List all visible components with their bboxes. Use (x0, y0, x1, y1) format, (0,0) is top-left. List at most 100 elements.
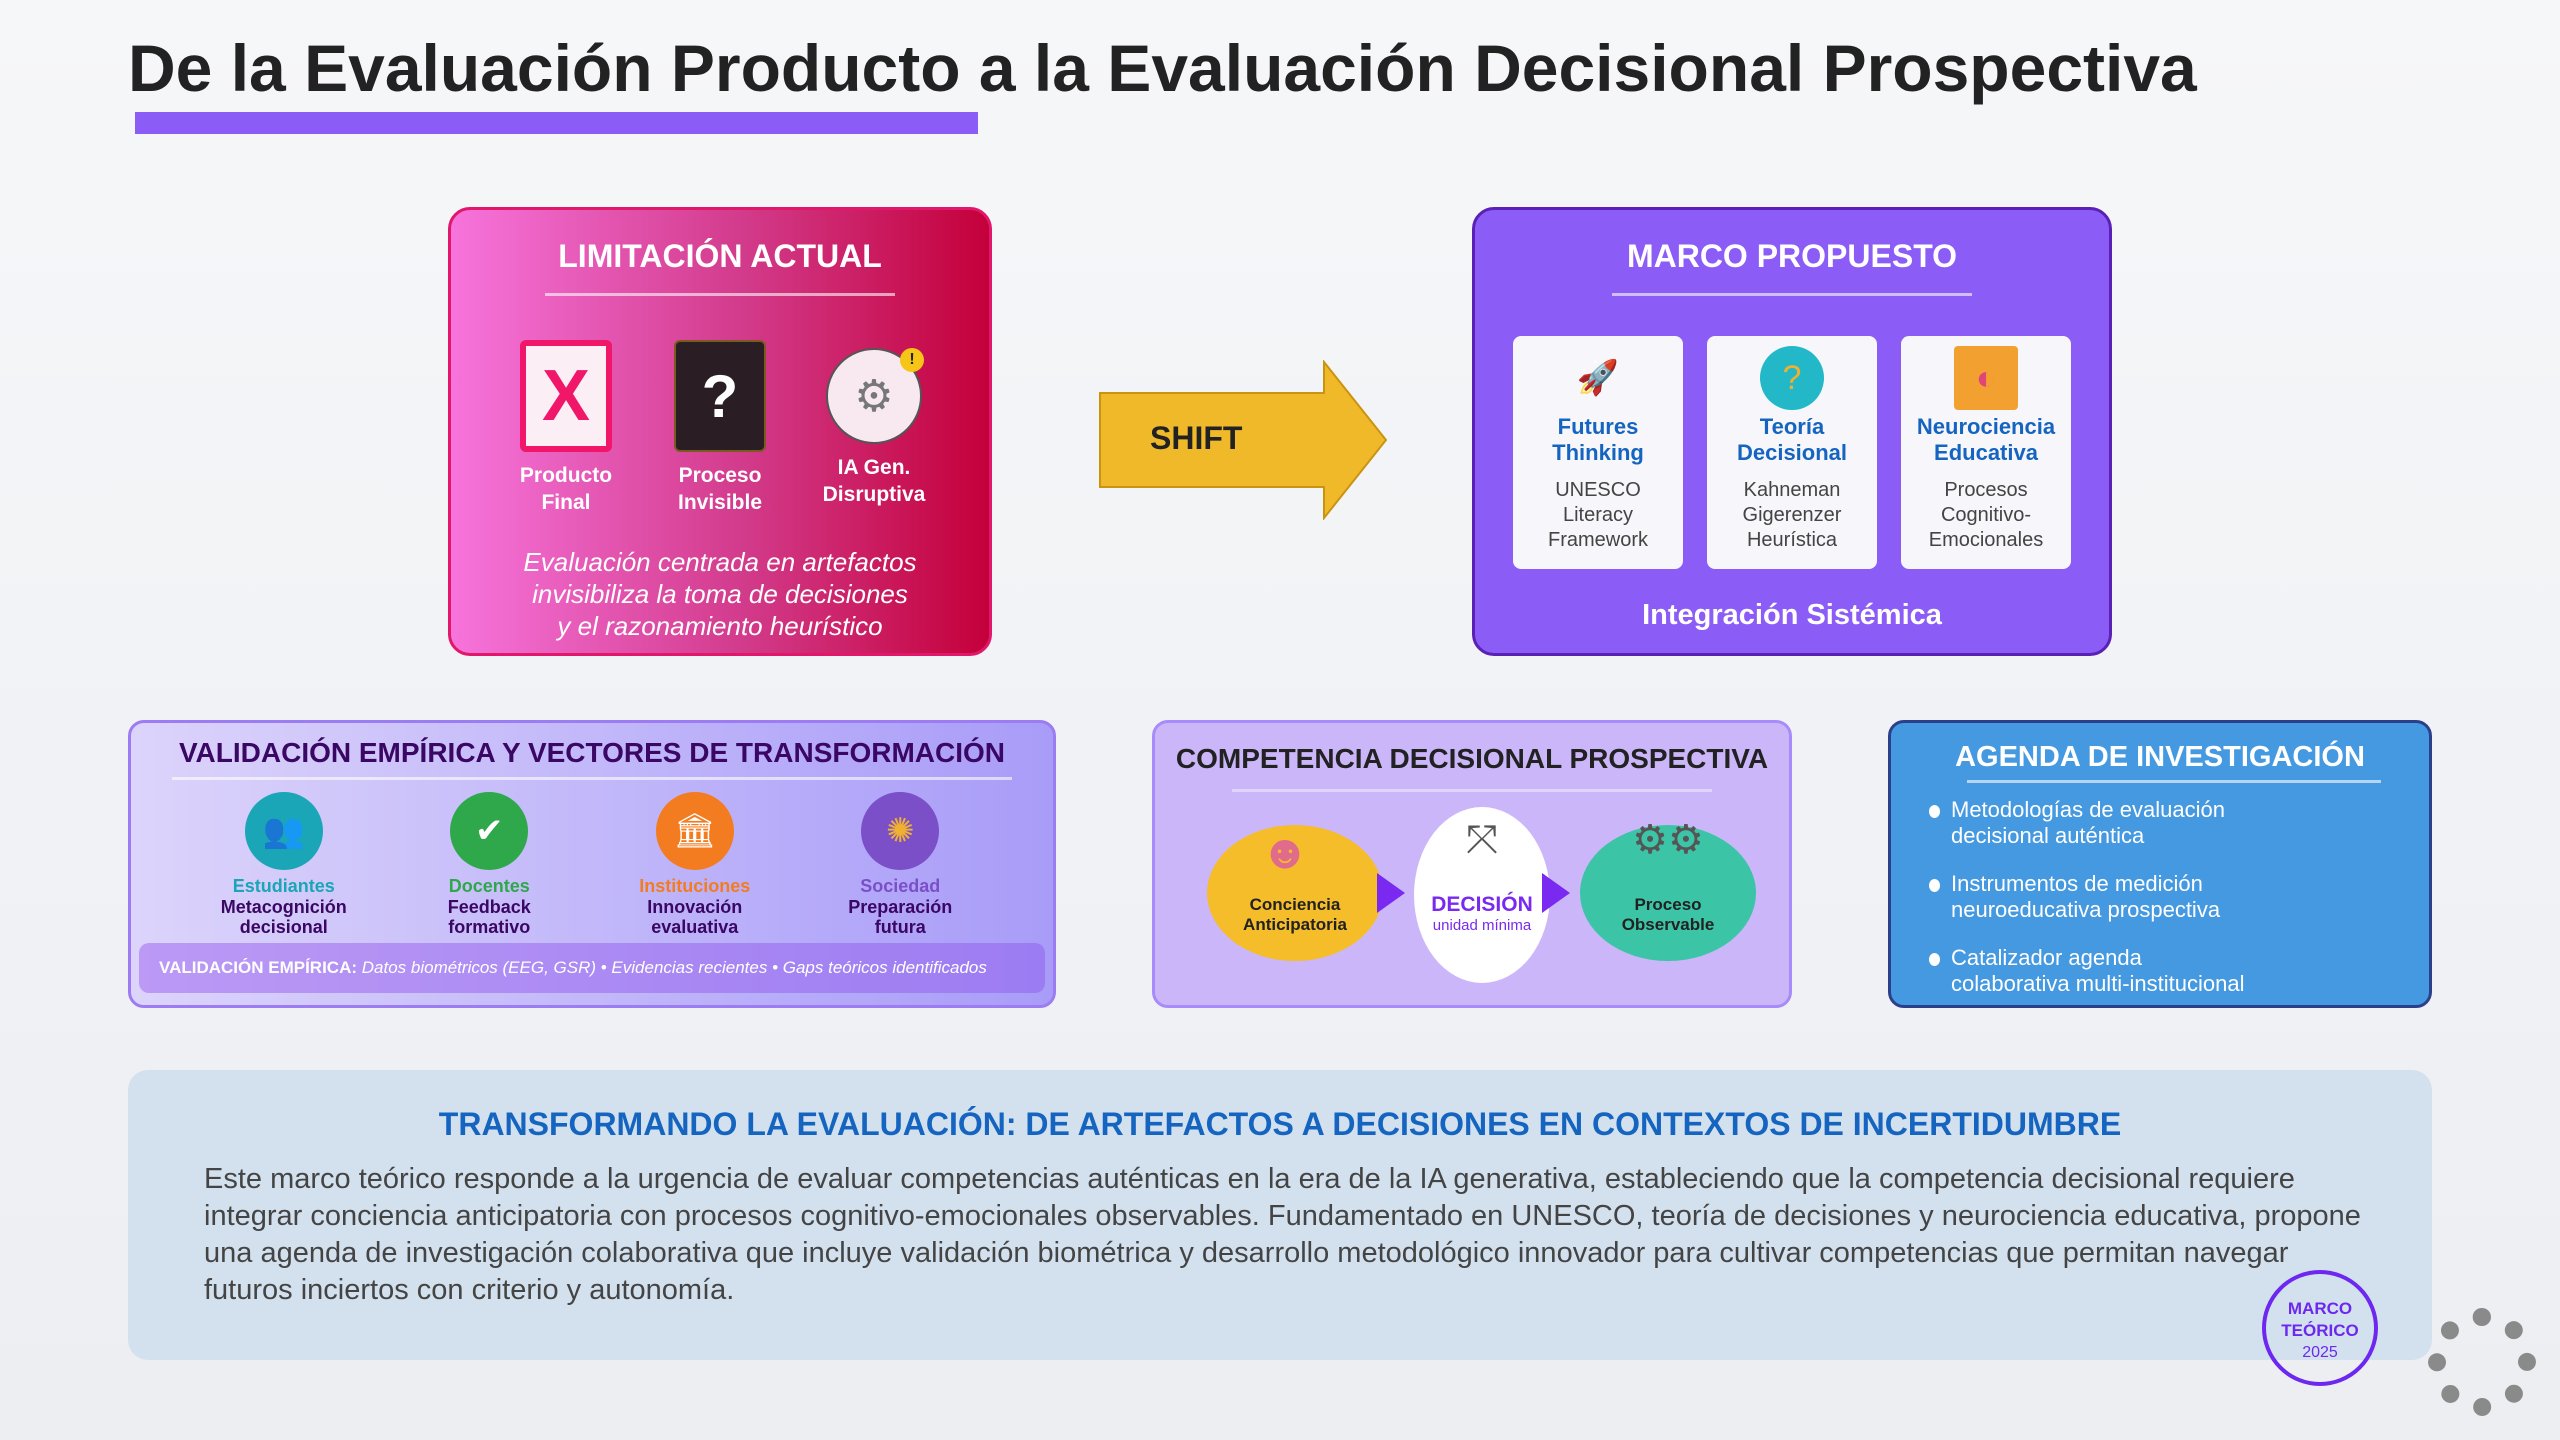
flow-arrow (1377, 873, 1405, 913)
title-underline (135, 112, 978, 134)
item-label: Final (541, 491, 591, 514)
divider (1967, 780, 2381, 783)
item-label: Disruptiva (822, 483, 926, 506)
summary-text: Este marco teórico responde a la urgenci… (204, 1163, 2361, 1306)
branching-arrows-icon: ⤧ (1466, 818, 1498, 862)
decision-head-icon: ? (1760, 346, 1824, 410)
decision-node (1414, 807, 1550, 983)
agenda-text: colaborativa multi-institucional (1951, 971, 2245, 996)
shift-arrow-icon (1099, 360, 1388, 520)
watermark-logo-icon (2428, 1308, 2536, 1416)
head-brain-icon: ☻ (1260, 826, 1311, 879)
ai-head-icon: ⚙! (826, 348, 924, 444)
item-label: IA Gen. (837, 456, 911, 479)
framework-footer: Integración Sistémica (1642, 599, 1942, 631)
stamp-text: MARCO (2287, 1299, 2353, 1318)
decision-label: DECISIÓN (1431, 893, 1533, 916)
item-label: Producto (519, 464, 613, 487)
card-title: Futures (1557, 414, 1639, 439)
vector-desc: futura (874, 917, 926, 937)
card-text: Literacy (1562, 504, 1634, 526)
card-title: Decisional (1736, 440, 1848, 465)
node-label: Observable (1621, 915, 1715, 934)
divider (1232, 789, 1712, 792)
observable-node (1580, 825, 1756, 961)
node-label: Conciencia (1249, 895, 1341, 914)
description-line: invisibiliza la toma de decisiones (532, 579, 908, 609)
stamp-year: 2025 (2302, 1344, 2338, 1361)
vector-name: Sociedad (860, 876, 941, 896)
agenda-text: Metodologías de evaluación (1951, 797, 2225, 822)
strip-label: VALIDACIÓN EMPÍRICA: (159, 958, 358, 977)
anticipation-node (1207, 825, 1383, 961)
x-mark-icon: X (520, 340, 612, 452)
card-title: Neurociencia (1916, 414, 2056, 439)
description-line: Evaluación centrada en artefactos (523, 547, 917, 577)
marco-teorico-stamp: MARCO TEÓRICO 2025 (2262, 1270, 2378, 1386)
agenda-text: neuroeducativa prospectiva (1951, 897, 2221, 922)
card-text: UNESCO (1555, 479, 1641, 501)
society-network-icon: ✺ (861, 792, 940, 870)
students-icon: 👥 (244, 792, 323, 870)
vector-desc: decisional (239, 917, 328, 937)
description-line: y el razonamiento heurístico (557, 611, 883, 641)
flow-arrow (1542, 873, 1570, 913)
limitation-title: LIMITACIÓN ACTUAL (558, 238, 882, 274)
strip-text: Datos biométricos (EEG, GSR) • Evidencia… (361, 958, 987, 977)
node-label: Proceso (1634, 895, 1702, 914)
teacher-icon: ✔ (450, 792, 529, 870)
summary-panel: TRANSFORMANDO LA EVALUACIÓN: DE ARTEFACT… (128, 1070, 2432, 1360)
vector-desc: evaluativa (651, 917, 739, 937)
limitation-item: ⚙! IA Gen. Disruptiva (819, 340, 929, 516)
page-title: De la Evaluación Producto a la Evaluació… (128, 31, 2197, 105)
institution-icon: 🏛 (655, 792, 734, 870)
competence-panel: COMPETENCIA DECISIONAL PROSPECTIVA ☻ ⤧ ⚙… (1152, 720, 1792, 1008)
shift-label: SHIFT (1150, 420, 1243, 456)
stamp-text: TEÓRICO (2281, 1321, 2359, 1340)
card-text: Framework (1547, 529, 1648, 551)
node-label: Anticipatoria (1243, 915, 1347, 934)
validation-title: VALIDACIÓN EMPÍRICA Y VECTORES DE TRANSF… (178, 737, 1006, 768)
card-text: Gigerenzer (1742, 504, 1842, 526)
vector-name: Instituciones (639, 876, 751, 896)
vector-desc: Metacognición (220, 897, 347, 917)
divider (545, 293, 895, 296)
card-text: Procesos (1944, 479, 2028, 501)
card-title: Educativa (1934, 440, 2038, 465)
competence-title: COMPETENCIA DECISIONAL PROSPECTIVA (1175, 743, 1769, 774)
vector-desc: Feedback (447, 897, 531, 917)
research-agenda-panel: AGENDA DE INVESTIGACIÓN Metodologías de … (1888, 720, 2432, 1008)
vector-desc: Innovación (647, 897, 743, 917)
gears-icon: ⚙⚙ (1632, 818, 1704, 862)
item-label: Invisible (677, 491, 763, 514)
competence-flow-diagram: ☻ ⤧ ⚙⚙ (1207, 807, 1756, 983)
vector-desc: formativo (448, 917, 531, 937)
card-title: Teoría (1759, 414, 1825, 439)
vector-name: Estudiantes (232, 876, 335, 896)
framework-title: MARCO PROPUESTO (1626, 238, 1958, 274)
vector-desc: Preparación (848, 897, 953, 917)
question-icon: ? (674, 340, 766, 452)
card-text: Kahneman (1743, 479, 1841, 501)
card-text: Cognitivo- (1940, 504, 2032, 526)
card-text: Emocionales (1928, 529, 2044, 551)
agenda-text: decisional auténtica (1951, 823, 2145, 848)
card-title: Thinking (1552, 440, 1644, 465)
vector-name: Docentes (448, 876, 530, 896)
validation-panel: VALIDACIÓN EMPÍRICA Y VECTORES DE TRANSF… (128, 720, 1056, 1008)
divider (172, 777, 1012, 780)
